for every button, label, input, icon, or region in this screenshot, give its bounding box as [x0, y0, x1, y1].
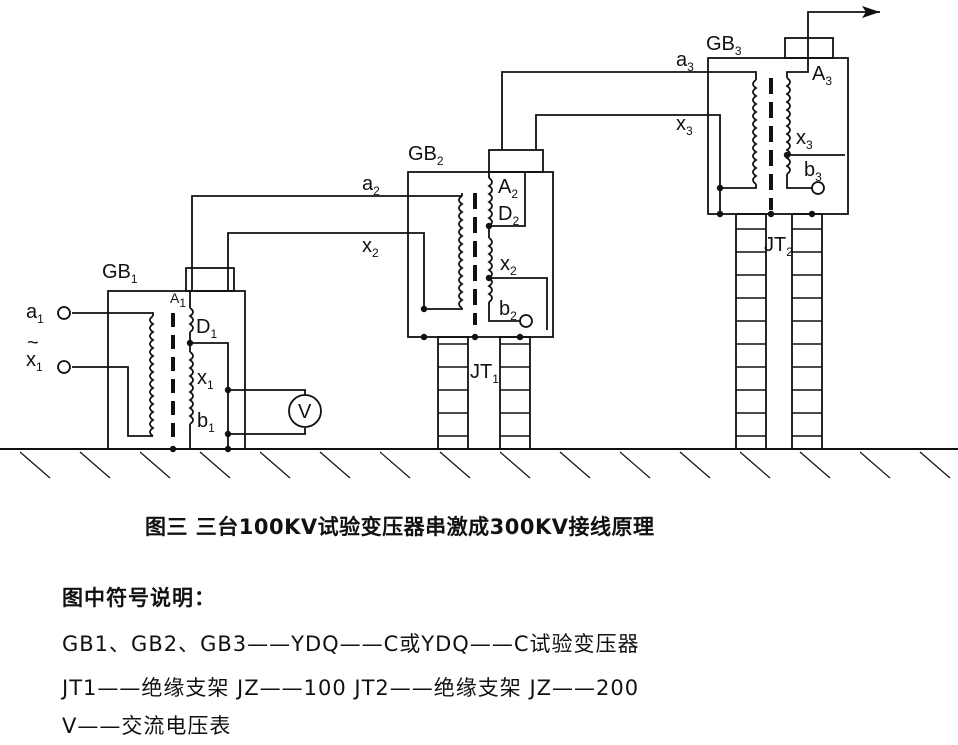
terminal-x1	[57, 360, 71, 374]
wiring-diagram: GB1 GB2 GB3 a1 ~ x1 A1 D1 x1 b1 V a2 x2 …	[0, 6, 958, 479]
gb1-secondary-coil-upper	[188, 307, 194, 333]
label-x2: x2	[362, 235, 379, 260]
gb1-primary-coil	[149, 315, 155, 437]
jt2-rungs-right	[792, 214, 822, 449]
svg-text:GB3: GB3	[706, 33, 742, 58]
legend-line-3: V——交流电压表	[62, 714, 232, 738]
svg-text:JT2: JT2	[764, 234, 793, 259]
gb3-terminals	[716, 151, 825, 218]
legend-line-2: JT1——绝缘支架 JZ——100 JT2——绝缘支架 JZ——200	[62, 676, 640, 700]
svg-text:b3: b3	[804, 159, 822, 184]
svg-text:D1: D1	[196, 316, 217, 341]
label-a2: a2	[362, 173, 380, 198]
svg-text:A3: A3	[812, 63, 832, 88]
label-gb1: GB1	[102, 261, 138, 286]
label-b2: b2	[499, 298, 517, 323]
label-x2-secondary: x2	[500, 253, 517, 278]
gb1-secondary-coil-lower	[188, 351, 194, 425]
svg-text:x3: x3	[796, 127, 813, 152]
label-x3: x3	[676, 113, 693, 138]
label-D2: D2	[498, 203, 519, 228]
label-A3: A3	[812, 63, 832, 88]
legend-title: 图中符号说明：	[62, 586, 216, 610]
svg-text:GB2: GB2	[408, 143, 444, 168]
terminal-a1	[57, 306, 71, 320]
svg-text:x3: x3	[676, 113, 693, 138]
label-x1-secondary: x1	[197, 367, 214, 392]
svg-text:a1: a1	[26, 301, 44, 326]
terminal-b3	[811, 181, 825, 195]
connection-wires	[191, 71, 757, 309]
jt1-rungs-left	[438, 337, 468, 449]
output-arrow	[843, 6, 880, 18]
svg-text:b2: b2	[499, 298, 517, 323]
figure-caption: 图三 三台100KV试验变压器串激成300KV接线原理	[145, 515, 655, 539]
svg-text:a2: a2	[362, 173, 380, 198]
label-D1: D1	[196, 316, 217, 341]
svg-text:x1: x1	[197, 367, 214, 392]
jt1-rungs-right	[500, 337, 530, 449]
label-JT1: JT1	[470, 361, 499, 386]
label-a3: a3	[676, 49, 694, 74]
label-b1: b1	[197, 410, 215, 435]
svg-text:b1: b1	[197, 410, 215, 435]
svg-text:a3: a3	[676, 49, 694, 74]
gb1-terminals	[57, 306, 232, 453]
transformer-gb2	[407, 149, 554, 450]
voltmeter-label: V	[298, 401, 312, 423]
label-b3: b3	[804, 159, 822, 184]
svg-text:JT1: JT1	[470, 361, 499, 386]
label-A1: A1	[170, 290, 186, 310]
label-tilde: ~	[27, 332, 39, 354]
legend-line-1: GB1、GB2、GB3——YDQ——C或YDQ——C试验变压器	[62, 632, 640, 656]
label-JT2: JT2	[764, 234, 793, 259]
label-gb3: GB3	[706, 33, 742, 58]
label-A2: A2	[498, 176, 518, 201]
svg-text:A2: A2	[498, 176, 518, 201]
terminal-b2	[519, 314, 533, 328]
label-x1: x1	[26, 349, 43, 374]
svg-text:A1: A1	[170, 290, 186, 310]
svg-text:x2: x2	[362, 235, 379, 260]
label-a1: a1	[26, 301, 44, 326]
gb2-terminals	[420, 222, 533, 341]
svg-text:GB1: GB1	[102, 261, 138, 286]
ground-hatch	[19, 451, 951, 479]
transformer-gb1	[72, 267, 306, 450]
svg-text:D2: D2	[498, 203, 519, 228]
label-gb2: GB2	[408, 143, 444, 168]
jt2-rungs-left	[736, 214, 766, 449]
svg-text:x1: x1	[26, 349, 43, 374]
voltmeter	[288, 394, 322, 428]
label-x3-secondary: x3	[796, 127, 813, 152]
svg-text:x2: x2	[500, 253, 517, 278]
